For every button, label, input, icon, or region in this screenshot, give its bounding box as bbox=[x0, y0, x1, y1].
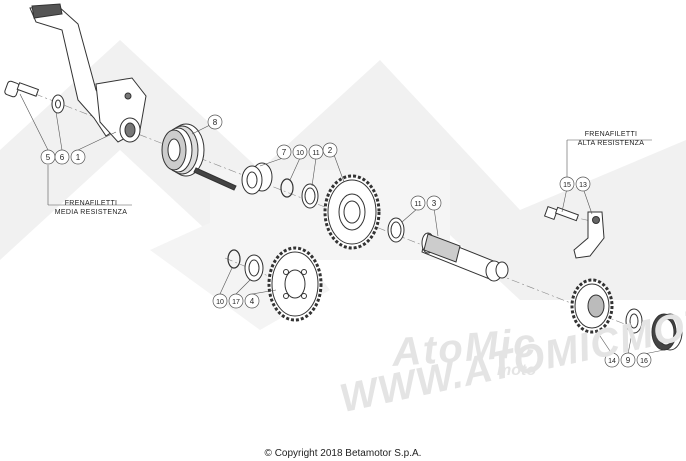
bolt-part-5[interactable] bbox=[4, 80, 40, 98]
callout-4[interactable]: 4 bbox=[244, 293, 260, 309]
callout-11-lower[interactable]: 11 bbox=[410, 195, 426, 211]
washer-part-17[interactable] bbox=[244, 254, 264, 282]
callout-13[interactable]: 13 bbox=[575, 176, 591, 192]
callout-8[interactable]: 8 bbox=[207, 114, 223, 130]
bolt-part-15[interactable] bbox=[543, 205, 580, 222]
svg-text:6: 6 bbox=[60, 153, 65, 162]
gear-part-4[interactable] bbox=[267, 246, 323, 322]
washer-part-11-lower[interactable] bbox=[387, 217, 405, 243]
leader-lines bbox=[19, 93, 665, 355]
ratchet-gear-part-14[interactable] bbox=[570, 278, 614, 334]
svg-text:11: 11 bbox=[312, 150, 319, 157]
svg-text:10: 10 bbox=[296, 150, 304, 157]
threadlock-note-high-line2: ALTA RESISTENZA bbox=[577, 140, 645, 147]
bushing-part-7[interactable] bbox=[241, 162, 273, 195]
svg-text:11: 11 bbox=[414, 201, 421, 208]
svg-text:17: 17 bbox=[232, 299, 240, 306]
svg-text:15: 15 bbox=[563, 182, 571, 189]
callout-15[interactable]: 15 bbox=[559, 176, 575, 192]
kickstarter-lever-part-1[interactable] bbox=[29, 3, 147, 143]
callout-9[interactable]: 9 bbox=[620, 352, 636, 368]
svg-text:5: 5 bbox=[46, 153, 51, 162]
callout-17[interactable]: 17 bbox=[228, 293, 244, 309]
circlip-part-10-upper[interactable] bbox=[280, 178, 294, 198]
callout-2[interactable]: 2 bbox=[322, 142, 338, 158]
svg-text:1: 1 bbox=[76, 153, 81, 162]
ring-part-16[interactable] bbox=[651, 313, 683, 351]
threadlock-note-high: FRENAFILETTI ALTA RESISTENZA bbox=[573, 130, 649, 148]
callout-6[interactable]: 6 bbox=[54, 149, 70, 165]
ratchet-pawl-part-13[interactable] bbox=[573, 211, 605, 259]
svg-text:8: 8 bbox=[213, 118, 218, 127]
callout-5[interactable]: 5 bbox=[40, 149, 56, 165]
svg-text:14: 14 bbox=[608, 358, 616, 365]
callout-16[interactable]: 16 bbox=[636, 352, 652, 368]
callout-10-lower[interactable]: 10 bbox=[212, 293, 228, 309]
threadlock-note-medium-line2: MEDIA RESISTENZA bbox=[54, 209, 128, 216]
copyright-text: © Copyright 2018 Betamotor S.p.A. bbox=[264, 448, 422, 459]
gear-part-2[interactable] bbox=[323, 174, 381, 250]
callouts: 5 6 1 8 7 10 11 2 11 3 15 13 10 17 4 14 … bbox=[40, 114, 652, 368]
callout-11-upper[interactable]: 11 bbox=[308, 144, 324, 160]
svg-text:2: 2 bbox=[328, 146, 333, 155]
circlip-part-10-lower[interactable] bbox=[227, 249, 241, 269]
svg-text:13: 13 bbox=[579, 182, 587, 189]
washer-part-11-upper[interactable] bbox=[301, 183, 319, 209]
callout-3[interactable]: 3 bbox=[426, 195, 442, 211]
threadlock-note-medium-line1: FRENAFILETTI bbox=[64, 200, 118, 207]
spring-part-8[interactable] bbox=[161, 123, 237, 191]
svg-text:4: 4 bbox=[250, 297, 255, 306]
callout-10-upper[interactable]: 10 bbox=[292, 144, 308, 160]
watermark-moto-text: moto bbox=[497, 362, 537, 379]
svg-text:9: 9 bbox=[626, 356, 631, 365]
svg-text:16: 16 bbox=[640, 358, 648, 365]
svg-text:10: 10 bbox=[216, 299, 224, 306]
washer-part-9[interactable] bbox=[625, 308, 643, 334]
threadlock-note-high-line1: FRENAFILETTI bbox=[584, 131, 638, 138]
svg-text:7: 7 bbox=[282, 148, 287, 157]
washer-part-6[interactable] bbox=[51, 94, 65, 114]
callout-7[interactable]: 7 bbox=[276, 144, 292, 160]
shaft-part-3[interactable] bbox=[421, 232, 509, 282]
threadlock-note-medium: FRENAFILETTI MEDIA RESISTENZA bbox=[50, 199, 132, 217]
callout-1[interactable]: 1 bbox=[70, 149, 86, 165]
svg-text:3: 3 bbox=[432, 199, 437, 208]
callout-14[interactable]: 14 bbox=[604, 352, 620, 368]
